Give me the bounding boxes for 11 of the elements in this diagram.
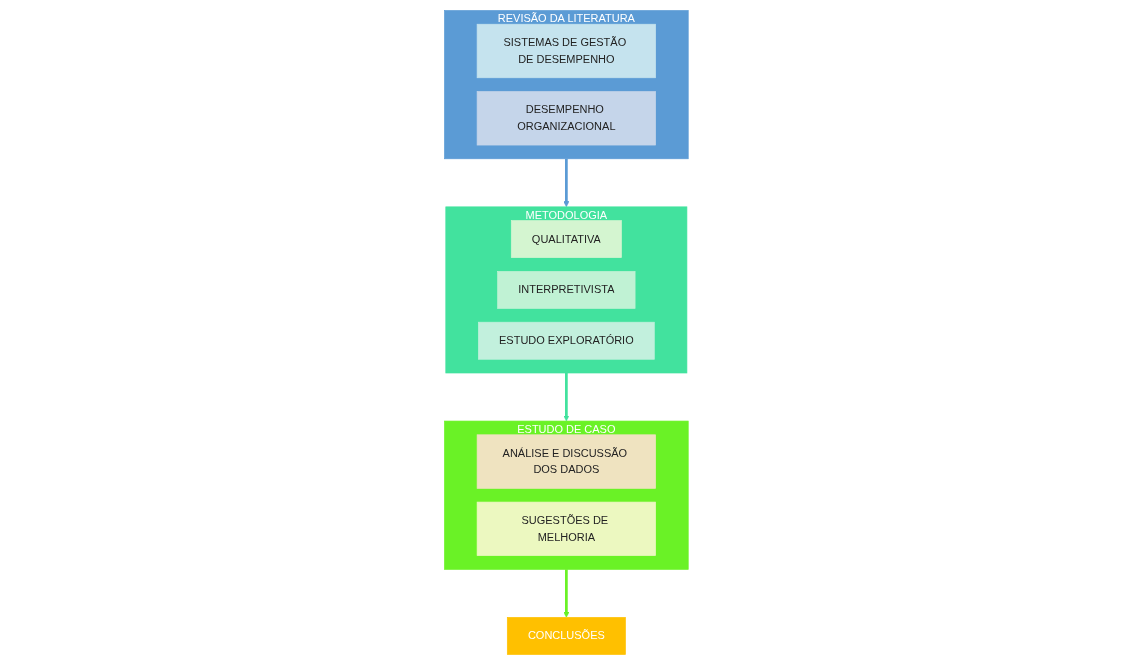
node-box: ANÁLISE E DISCUSSÃO DOS DADOS <box>476 433 656 489</box>
arrow <box>563 372 569 421</box>
node-box: INTERPRETIVISTA <box>496 270 636 309</box>
node-box: DESEMPENHO ORGANIZACIONAL <box>476 90 656 145</box>
node-box: ESTUDO EXPLORATÓRIO <box>477 321 655 360</box>
arrow <box>563 158 569 207</box>
arrow <box>563 568 569 618</box>
node-box: SISTEMAS DE GESTÃO DE DESEMPENHO <box>476 23 656 78</box>
node-box: CONCLUSÕES <box>506 616 626 655</box>
node-box: QUALITATIVA <box>510 219 622 258</box>
node-box: SUGESTÕES DE MELHORIA <box>476 501 656 556</box>
